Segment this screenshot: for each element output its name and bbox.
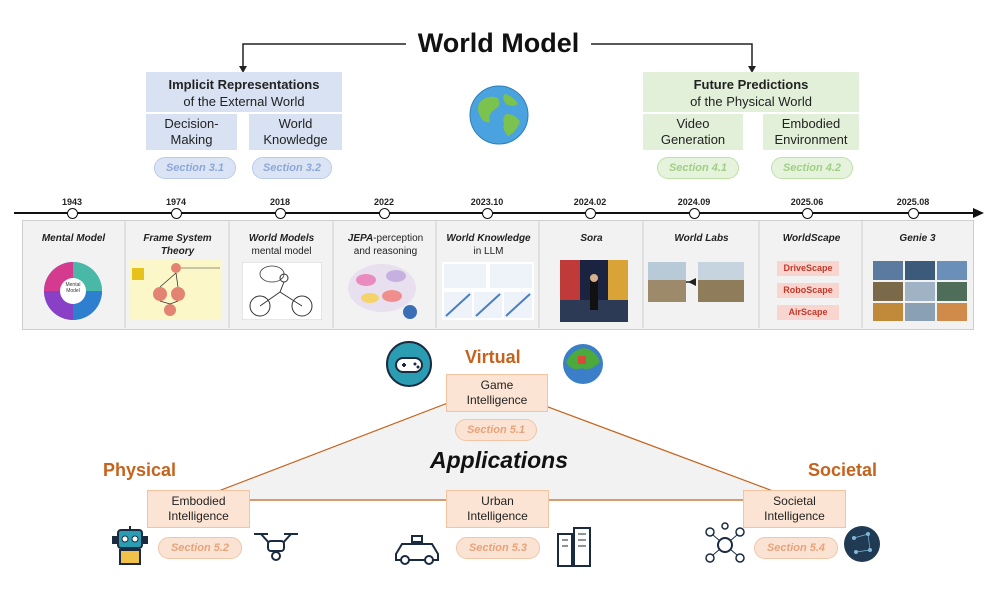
embodied-intelligence-box: Embodied Intelligence (147, 490, 250, 528)
section-4-1-badge: Section 4.1 (657, 157, 739, 179)
timeline-dot (171, 208, 182, 219)
world-models-cyclist-sketch (242, 262, 322, 320)
panel-title-jepa: JEPA-perception and reasoning (347, 233, 424, 257)
timeline-axis (14, 208, 984, 218)
world-knowledge-box: World Knowledge (249, 114, 342, 150)
panel-title-sora: Sora (580, 233, 603, 244)
social-network-icon (705, 522, 745, 563)
llm-world-knowledge-plots (442, 262, 534, 320)
section-3-1-badge: Section 3.1 (154, 157, 236, 179)
sora-image (560, 260, 628, 322)
jepa-brain-diagram (348, 264, 417, 319)
timeline-dot (689, 208, 700, 219)
timeline-dot (585, 208, 596, 219)
genie-3-image-grid (873, 261, 967, 321)
embodied-environment-box: Embodied Environment (763, 114, 859, 150)
mental-model-center-label: Mental Model (65, 282, 81, 294)
urban-intelligence-box: Urban Intelligence (446, 490, 549, 528)
earth-globe-icon (469, 85, 529, 145)
year-label: 2024.09 (677, 197, 711, 207)
year-label: 1943 (61, 197, 83, 207)
section-5-1-badge: Section 5.1 (455, 419, 537, 441)
panel-title-genie-3: Genie 3 (899, 233, 936, 244)
section-4-2-badge: Section 4.2 (771, 157, 853, 179)
world-labs-images (648, 262, 744, 302)
societal-label: Societal (808, 460, 878, 480)
year-label: 2022 (373, 197, 395, 207)
year-label: 2025.08 (896, 197, 930, 207)
implicit-representations-header: Implicit Representations of the External… (146, 72, 342, 112)
panel-title-mental-model: Mental Model (41, 233, 106, 244)
drivescape-tag: DriveScape (777, 261, 839, 276)
year-label: 2018 (269, 197, 291, 207)
timeline-dot (908, 208, 919, 219)
panel-title-world-labs: World Labs (674, 233, 729, 244)
game-world-island-icon (563, 344, 603, 384)
frame-system-diagram (130, 260, 222, 320)
decision-making-box: Decision- Making (146, 114, 237, 150)
panel-title-worldscape: WorldScape (782, 233, 841, 244)
mental-model-diagram (44, 262, 102, 320)
title-connectors (239, 43, 756, 73)
timeline-dot (482, 208, 493, 219)
airscape-tag: AirScape (777, 305, 839, 320)
future-predictions-header: Future Predictions of the Physical World (643, 72, 859, 112)
societal-intelligence-box: Societal Intelligence (743, 490, 846, 528)
year-label: 2023.10 (470, 197, 504, 207)
virtual-label: Virtual (465, 347, 521, 367)
game-globe-icon (386, 341, 432, 387)
timeline-dot (379, 208, 390, 219)
timeline-dot (67, 208, 78, 219)
panel-dividers (124, 220, 863, 328)
drone-icon (254, 533, 298, 561)
roboscape-tag: RoboScape (777, 283, 839, 298)
panel-title-frame-system: Frame System Theory (143, 233, 212, 257)
section-5-3-badge: Section 5.3 (456, 537, 540, 559)
page-title: World Model (0, 28, 997, 59)
section-5-2-badge: Section 5.2 (158, 537, 242, 559)
year-label: 2025.06 (790, 197, 824, 207)
applications-title: Applications (430, 447, 569, 473)
robot-icon (112, 526, 148, 565)
video-generation-box: Video Generation (643, 114, 743, 150)
section-5-4-badge: Section 5.4 (754, 537, 838, 559)
network-globe-icon (844, 526, 880, 562)
year-label: 1974 (165, 197, 187, 207)
timeline-dot (802, 208, 813, 219)
timeline-dot (275, 208, 286, 219)
city-buildings-icon (557, 527, 591, 567)
year-label: 2024.02 (573, 197, 607, 207)
section-3-2-badge: Section 3.2 (252, 157, 332, 179)
game-intelligence-box: Game Intelligence (446, 374, 548, 412)
autonomous-car-icon (395, 535, 439, 565)
physical-label: Physical (103, 460, 177, 480)
